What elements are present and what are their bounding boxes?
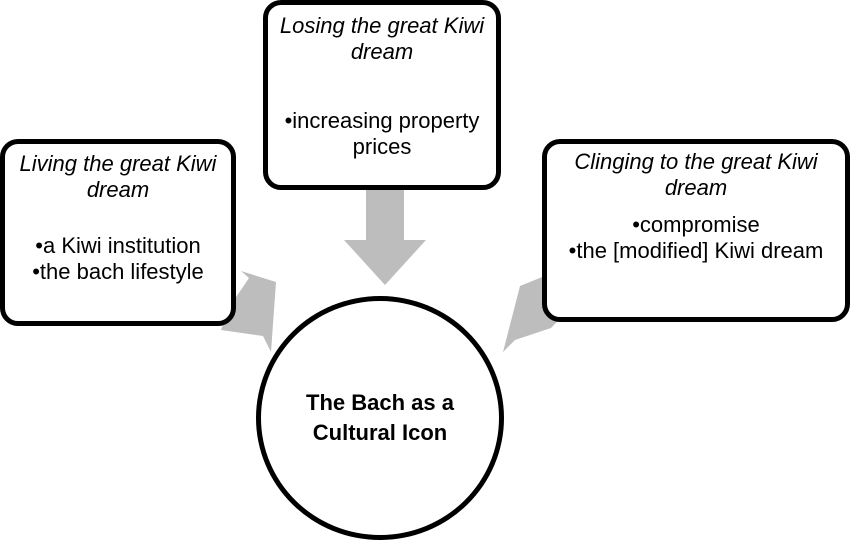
- clinging-dream-items: •compromise •the [modified] Kiwi dream: [547, 212, 845, 264]
- arrow-top-to-center: [344, 190, 426, 285]
- clinging-dream-title: Clinging to the great Kiwi dream: [574, 149, 818, 200]
- living-dream-items: •a Kiwi institution •the bach lifestyle: [5, 233, 231, 285]
- center-label: The Bach as a Cultural Icon: [306, 390, 454, 445]
- losing-dream-title: Losing the great Kiwi dream: [279, 13, 485, 64]
- living-dream-item: •the bach lifestyle: [32, 259, 204, 284]
- clinging-dream-item: •the [modified] Kiwi dream: [568, 238, 824, 263]
- clinging-dream-item: •compromise: [632, 212, 760, 237]
- losing-dream-box: Losing the great Kiwi dream •increasing …: [263, 0, 501, 190]
- losing-dream-items: •increasing property prices: [268, 108, 496, 160]
- living-dream-title: Living the great Kiwi dream: [19, 151, 217, 202]
- arrow-left-to-center: [221, 271, 276, 352]
- losing-dream-item: •increasing property prices: [284, 108, 480, 159]
- living-dream-box: Living the great Kiwi dream •a Kiwi inst…: [0, 139, 236, 326]
- clinging-dream-box: Clinging to the great Kiwi dream •compro…: [542, 139, 850, 322]
- living-dream-item: •a Kiwi institution: [35, 233, 201, 258]
- center-circle: The Bach as a Cultural Icon: [256, 296, 504, 540]
